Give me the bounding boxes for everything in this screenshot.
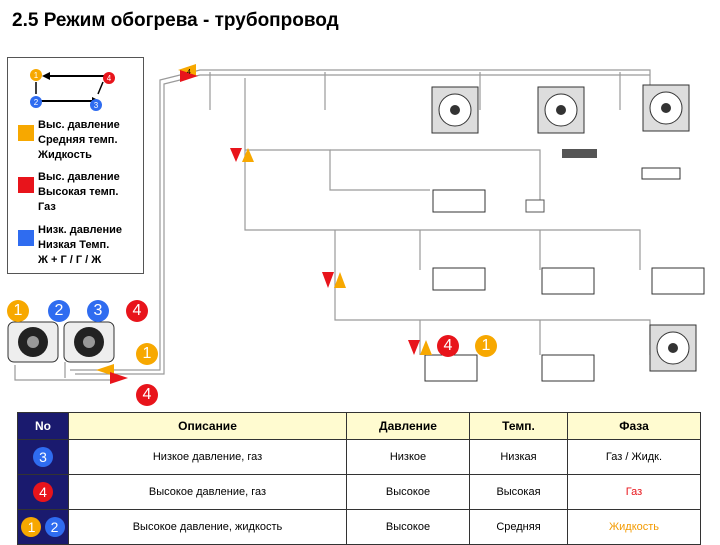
col-phase: Фаза: [567, 412, 701, 440]
mini-badge-2: [30, 96, 42, 108]
badge-flow-4: 4: [136, 384, 158, 406]
cassette-unit-4: [649, 324, 697, 372]
row-badge-2: 2: [44, 517, 65, 537]
badge-1: 1: [7, 300, 29, 322]
cassette-unit-3: [642, 84, 690, 132]
piping-diagram: 4: [7, 64, 705, 384]
svg-text:3: 3: [94, 101, 99, 110]
outdoor-unit-2: [63, 321, 115, 363]
svg-text:1: 1: [34, 71, 39, 80]
table-row: 4 Высокое давление, газ Высокое Высокая …: [17, 474, 701, 510]
arrow-orange-up-3: [420, 340, 432, 355]
legend-item-low-pressure: Низк. давление Низкая Темп. Ж + Г / Г / …: [18, 223, 122, 268]
flow-arrows: [96, 64, 432, 384]
red-swatch: [18, 177, 34, 193]
cassette-unit-1: [431, 86, 479, 134]
legend-item-gas: Выс. давление Высокая темп. Газ: [18, 170, 120, 215]
mini-badge-3: [90, 99, 102, 111]
row-badge-1: 1: [21, 517, 42, 537]
row-badge-3: 3: [33, 447, 53, 467]
page-title: 2.5 Режим обогрева - трубопровод: [12, 10, 339, 31]
badge-2: 2: [48, 300, 70, 322]
table-row: 3 Низкое давление, газ Низкое Низкая Газ…: [17, 439, 701, 475]
svg-text:4: 4: [107, 74, 112, 83]
badge-4: 4: [126, 300, 148, 322]
legend-item-liquid: Выс. давление Средняя темп. Жидкость: [18, 118, 120, 163]
arrow-red-down-1: [230, 148, 242, 162]
pipe-lines: [14, 69, 651, 381]
badge-flow-1: 1: [136, 343, 158, 365]
table-row: 1 2 Высокое давление, жидкость Высокое С…: [17, 509, 701, 545]
ducted-unit-6: [541, 354, 595, 382]
spec-table: No Описание Давление Темп. Фаза 3 Низкое…: [17, 412, 701, 545]
orange-swatch: [18, 125, 34, 141]
svg-text:4: 4: [187, 69, 191, 76]
blue-swatch: [18, 230, 34, 246]
svg-text:2: 2: [34, 98, 39, 107]
ducted-unit-2: [432, 267, 486, 291]
ducted-unit-5: [424, 354, 478, 382]
branch-box: [525, 199, 545, 213]
badge-3: 3: [87, 300, 109, 322]
col-pressure: Давление: [346, 412, 470, 440]
arrow-orange-top: [178, 64, 196, 76]
col-description: Описание: [68, 412, 347, 440]
row-badge-4: 4: [33, 482, 53, 502]
arrow-orange-up-2: [334, 272, 346, 288]
arrow-red-down-2: [322, 272, 334, 288]
arrow-red-down-3: [408, 340, 420, 355]
wall-unit-1: [562, 149, 681, 180]
arrow-orange-bottom: [96, 364, 114, 376]
arrow-red-bottom: [110, 372, 128, 384]
arrow-orange-up-1: [242, 148, 254, 162]
col-temp: Темп.: [469, 412, 568, 440]
mini-badge-1: [30, 69, 42, 81]
mini-badge-4: [103, 72, 115, 84]
ducted-unit-4: [651, 267, 705, 295]
outdoor-unit-1: [7, 321, 59, 363]
cassette-unit-2: [537, 86, 585, 134]
badge-indoor-1: 1: [475, 335, 497, 357]
mini-cycle-diagram: 1 4 2 3: [30, 69, 115, 111]
legend-box: 1 4 2 3 Выс. давление Средняя темп. Жидк…: [7, 57, 144, 274]
badge-indoor-4: 4: [437, 335, 459, 357]
arrow-red-top: [180, 70, 198, 82]
col-no: No: [17, 412, 69, 440]
ducted-unit-3: [541, 267, 595, 295]
ducted-unit-1: [432, 189, 486, 213]
